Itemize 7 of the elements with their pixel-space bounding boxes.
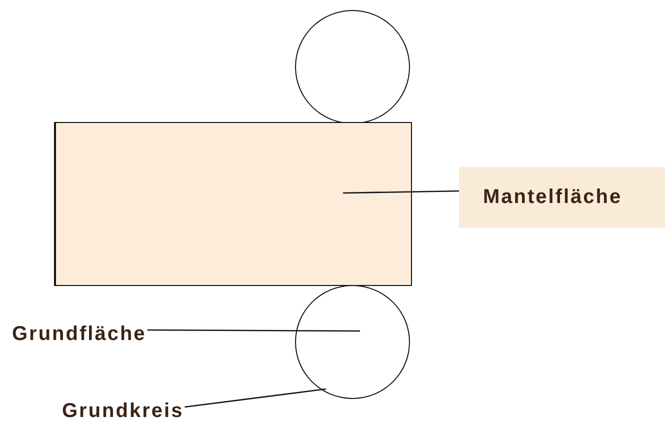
leader-line <box>342 190 460 194</box>
label: Mantelfläche <box>459 167 665 228</box>
lateral-surface-rectangle <box>54 122 412 286</box>
label: Grundkreis <box>62 397 222 423</box>
leader-line <box>184 388 326 408</box>
leader-line <box>147 329 360 332</box>
label: Grundfläche <box>12 320 184 348</box>
